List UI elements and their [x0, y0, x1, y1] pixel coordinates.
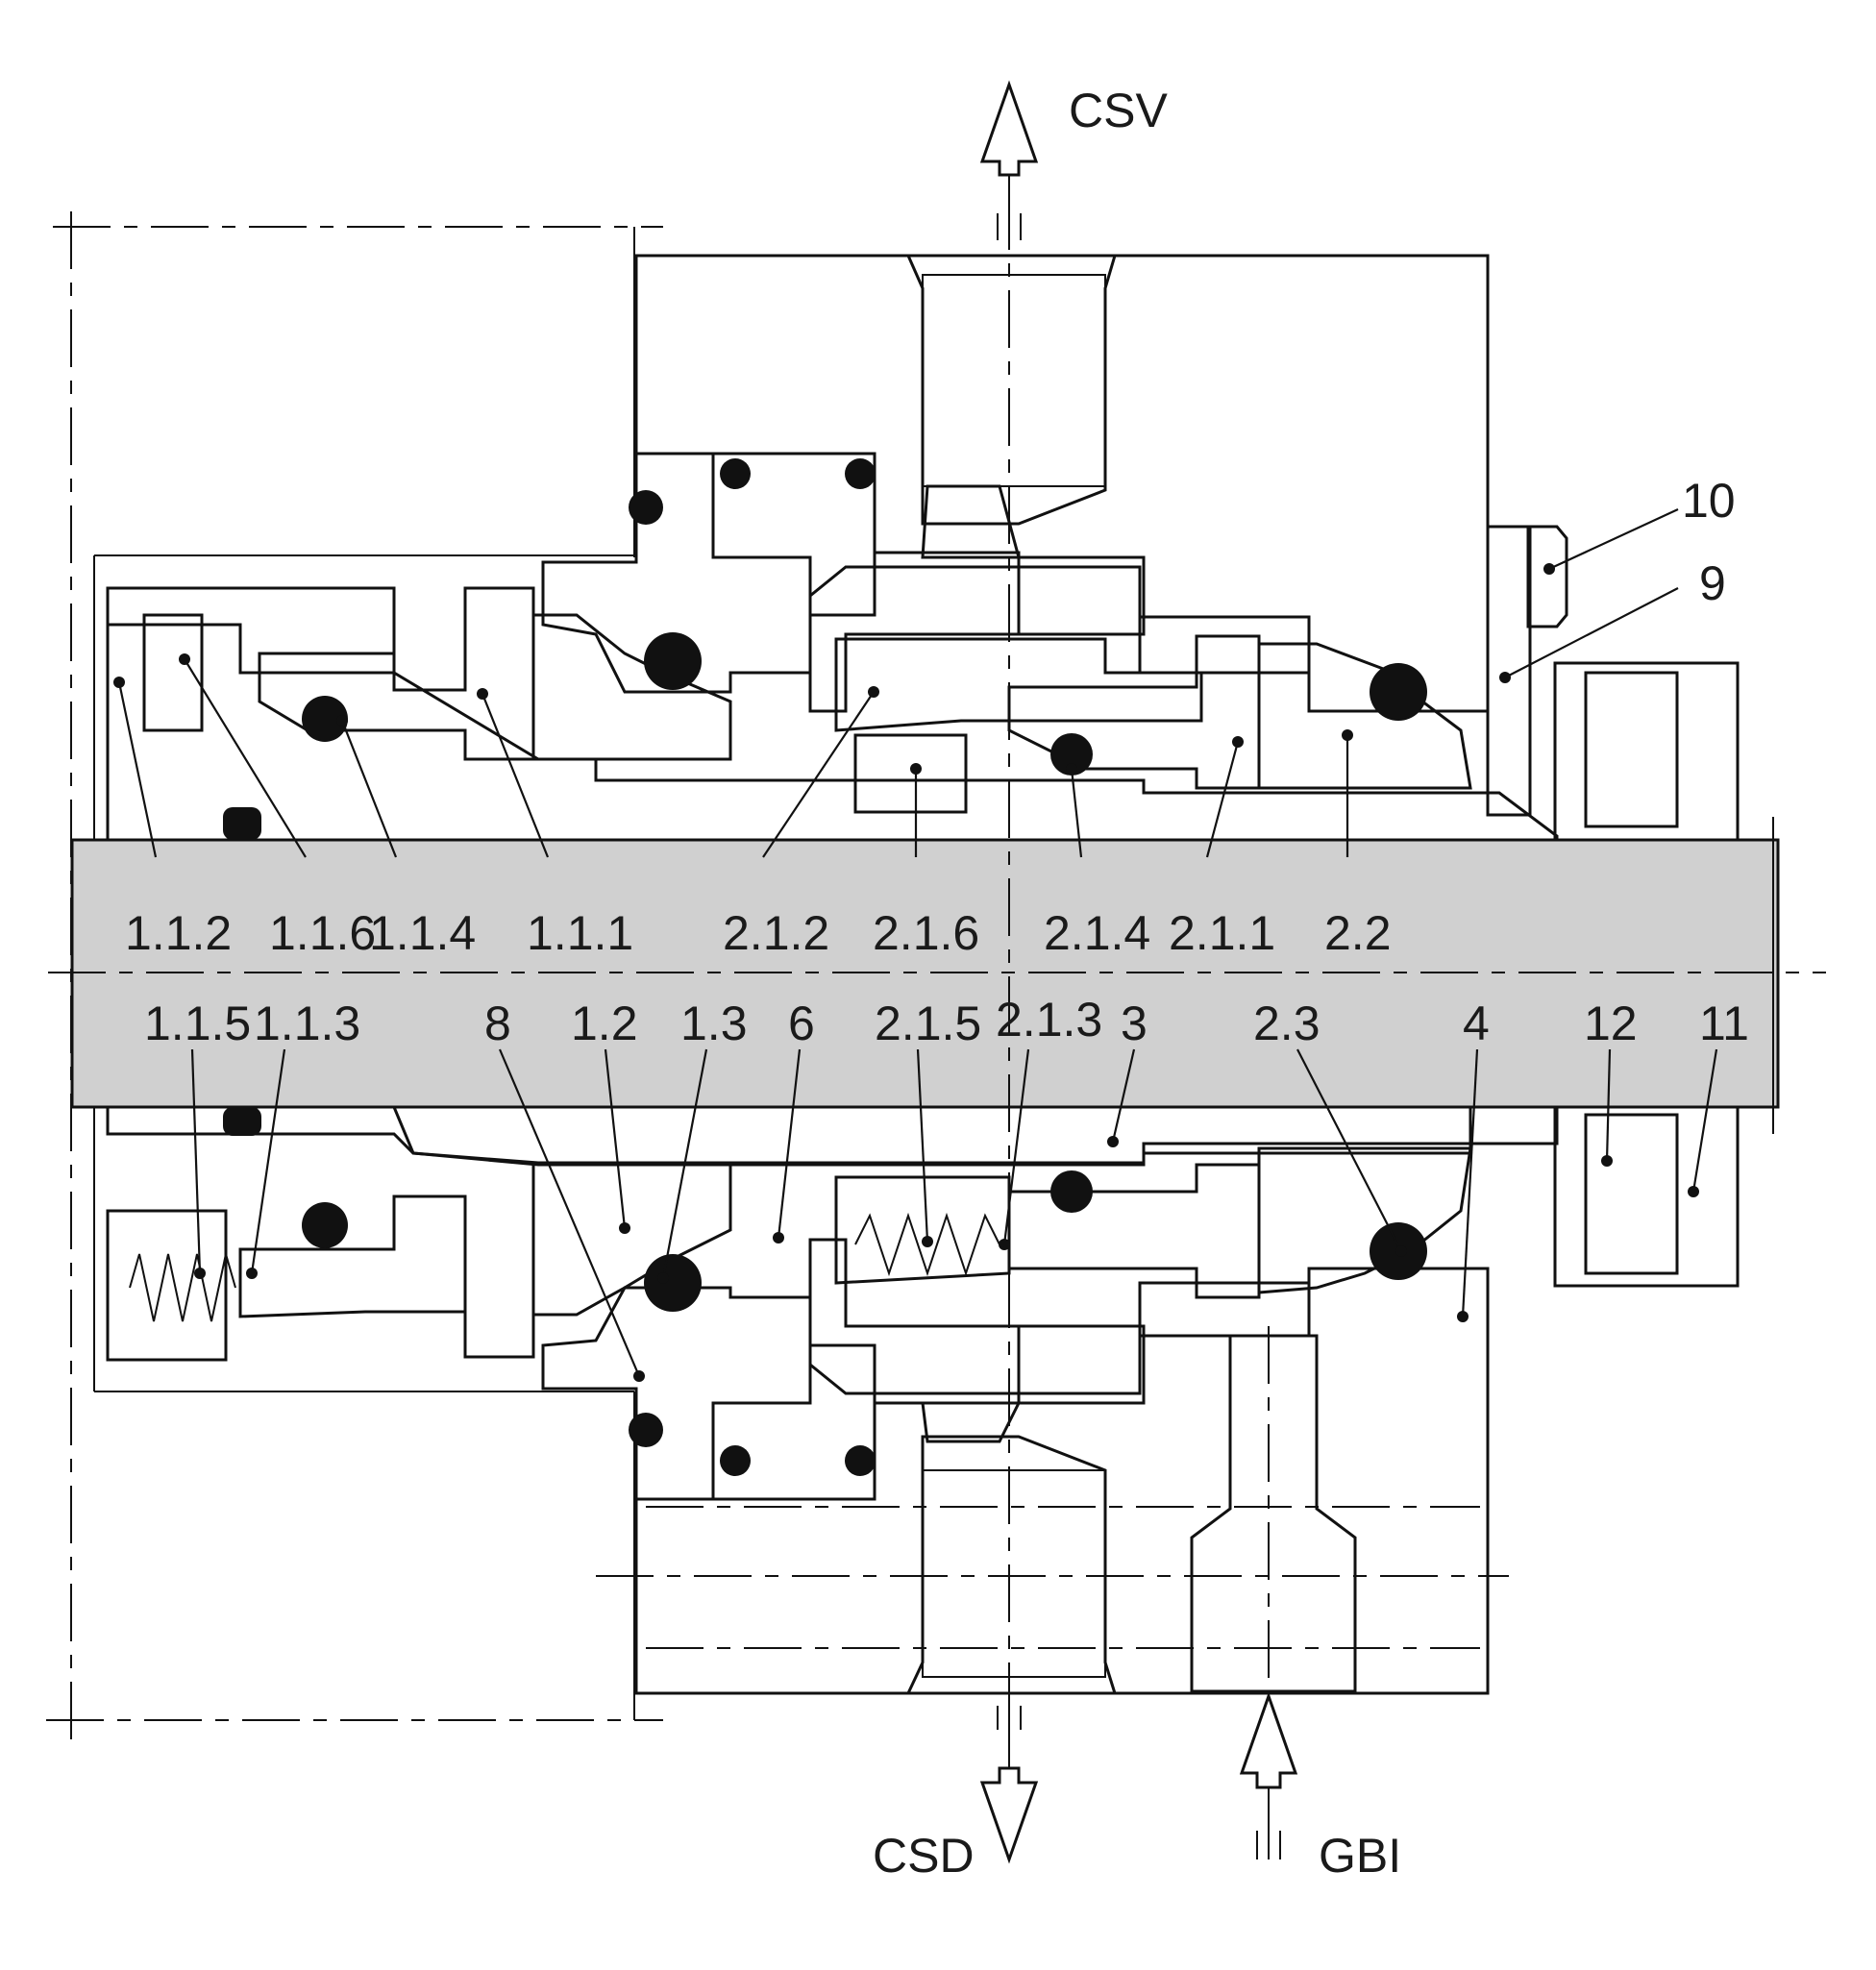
- cavities: [808, 565, 1311, 1395]
- label-1-3: 1.3: [680, 997, 748, 1050]
- label-1-1-2: 1.1.2: [125, 906, 232, 960]
- label-1-1-1: 1.1.1: [527, 906, 633, 960]
- label-10: 10: [1682, 474, 1736, 528]
- label-1-1-4: 1.1.4: [369, 906, 476, 960]
- label-11: 11: [1699, 997, 1749, 1050]
- csv-label: CSV: [1069, 84, 1168, 137]
- label-4: 4: [1463, 997, 1490, 1050]
- gbi-arrow: [1239, 1691, 1298, 1859]
- label-2-1-6: 2.1.6: [873, 906, 979, 960]
- label-2-1-1: 2.1.1: [1169, 906, 1275, 960]
- label-2-1-3: 2.1.3: [996, 993, 1102, 1047]
- rotating-parts-top: [106, 525, 1740, 844]
- label-1-1-5: 1.1.5: [144, 997, 251, 1050]
- csv-port: [905, 254, 1118, 559]
- label-3: 3: [1121, 997, 1148, 1050]
- label-12: 12: [1584, 997, 1638, 1050]
- label-8: 8: [484, 997, 511, 1050]
- label-2-1-4: 2.1.4: [1044, 906, 1150, 960]
- o-rings: [223, 458, 1427, 1476]
- leader-lines: [113, 508, 1718, 1382]
- construction-lines: [46, 192, 1509, 1739]
- label-9: 9: [1699, 556, 1726, 610]
- label-2-2: 2.2: [1324, 906, 1392, 960]
- csd-label: CSD: [873, 1829, 975, 1883]
- part-labels: 10 9 1.1.2 1.1.6 1.1.4 1.1.1 2.1.2 2.1.6…: [125, 474, 1749, 1050]
- label-2-1-5: 2.1.5: [875, 997, 981, 1050]
- label-6: 6: [788, 997, 815, 1050]
- label-1-1-6: 1.1.6: [269, 906, 376, 960]
- label-2-1-2: 2.1.2: [723, 906, 829, 960]
- csv-arrow: [979, 80, 1039, 240]
- label-2-3: 2.3: [1253, 997, 1321, 1050]
- csd-arrow: [979, 1706, 1039, 1864]
- label-1-2: 1.2: [571, 997, 638, 1050]
- label-1-1-3: 1.1.3: [254, 997, 360, 1050]
- csd-port: [905, 1401, 1118, 1695]
- gbi-port: [1190, 1334, 1357, 1693]
- gbi-label: GBI: [1319, 1829, 1401, 1883]
- shaft: [48, 817, 1826, 1134]
- rotating-parts-bottom: [106, 1105, 1740, 1362]
